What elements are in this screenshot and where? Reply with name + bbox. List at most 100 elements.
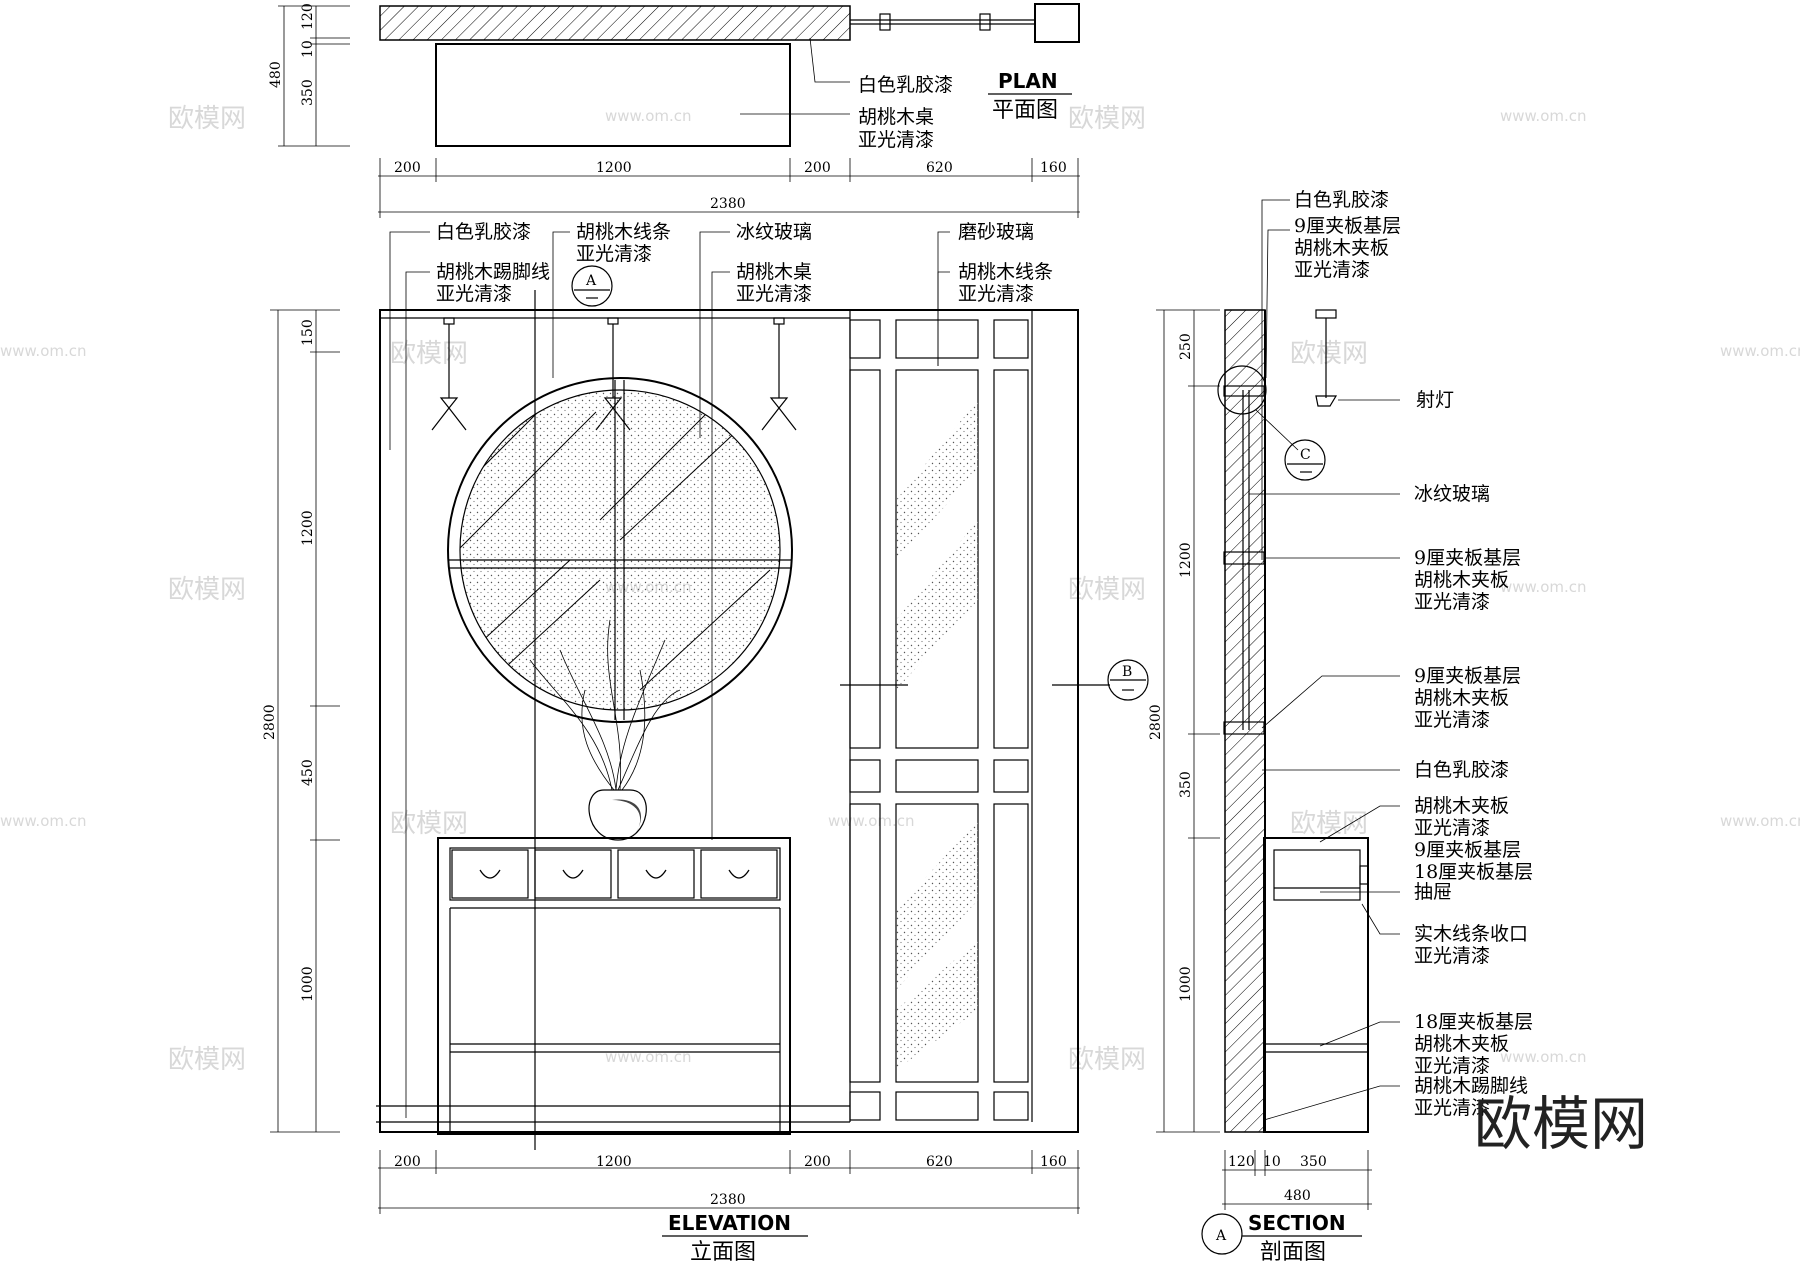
watermark-url: www.om.cn (1720, 812, 1800, 830)
watermark-url: www.om.cn (605, 1048, 692, 1066)
elev-dim-2800: 2800 (262, 704, 278, 740)
console-table (437, 837, 791, 1135)
sec-dim-10: 10 (1263, 1154, 1281, 1170)
plan-dim-160: 160 (1040, 160, 1067, 176)
detail-marker-c (1284, 439, 1326, 481)
sec-callout-walnut-ply-5: 胡桃木夹板 (1414, 1033, 1509, 1055)
section-title-cn: 剖面图 (1260, 1240, 1326, 1265)
sec-callout-walnut-ply-2: 胡桃木夹板 (1414, 569, 1509, 591)
watermark-logo: 欧模网 (168, 104, 246, 134)
elev-dim-450: 450 (300, 759, 316, 786)
sec-callout-walnut-ply: 胡桃木夹板 (1294, 237, 1389, 259)
sec-callout-latex: 白色乳胶漆 (1294, 189, 1389, 211)
elev-dim-total: 2380 (710, 1192, 746, 1208)
watermark-logo: 欧模网 (390, 339, 468, 369)
sec-callout-9mm-ply: 9厘夹板基层 (1294, 215, 1401, 237)
round-window (447, 377, 793, 723)
sec-callout-matte-5: 亚光清漆 (1414, 945, 1490, 967)
plan-wall-hatch (379, 5, 851, 41)
section-title-marker-label: A (1215, 1228, 1227, 1244)
plan-column (1034, 3, 1080, 43)
elevation-title-cn: 立面图 (690, 1240, 756, 1265)
elev-callout-matte-1: 亚光清漆 (576, 243, 652, 265)
sec-callout-spotlight: 射灯 (1416, 389, 1454, 411)
plan-dim-480: 480 (268, 61, 284, 88)
elev-dim-1200b: 1200 (596, 1154, 632, 1170)
marker-c-label: C (1300, 447, 1311, 463)
frosted-glass-panel (849, 319, 1029, 1121)
elevation-frame (379, 309, 1079, 1133)
sec-callout-walnut-ply-4: 胡桃木夹板 (1414, 795, 1509, 817)
watermark-logo: 欧模网 (168, 575, 246, 605)
sec-callout-9mm-ply-4: 9厘夹板基层 (1414, 839, 1521, 861)
watermark-logo: 欧模网 (390, 809, 468, 839)
sec-dim-2800: 2800 (1148, 704, 1164, 740)
watermark-logo: 欧模网 (1290, 809, 1368, 839)
sec-dim-350b: 350 (1300, 1154, 1327, 1170)
detail-circle-c (1217, 365, 1267, 415)
section-marker-b (1107, 659, 1149, 701)
elev-dim-200a: 200 (394, 1154, 421, 1170)
sec-callout-skirting: 胡桃木踢脚线 (1414, 1075, 1528, 1097)
marker-b-label: B (1122, 664, 1132, 680)
watermark-logo: 欧模网 (1290, 339, 1368, 369)
elev-dim-160: 160 (1040, 1154, 1067, 1170)
elev-dim-200b: 200 (804, 1154, 831, 1170)
elev-callout-walnut-line: 胡桃木线条 (576, 221, 671, 243)
elev-callout-ice-glass: 冰纹玻璃 (736, 221, 812, 243)
watermark-logo: 欧模网 (1068, 104, 1146, 134)
plan-dim-350: 350 (300, 79, 316, 106)
elevation-title-en: ELEVATION (668, 1211, 791, 1235)
section-marker-a (571, 265, 613, 307)
vase-with-branches (529, 619, 681, 841)
elev-callout-frosted-glass: 磨砂玻璃 (958, 221, 1034, 243)
elev-dim-150: 150 (300, 319, 316, 346)
plan-dim-200a: 200 (394, 160, 421, 176)
plan-table (435, 43, 791, 147)
sec-callout-matte-6: 亚光清漆 (1414, 1055, 1490, 1077)
elev-callout-matte-4: 亚光清漆 (958, 283, 1034, 305)
elev-dim-620: 620 (926, 1154, 953, 1170)
section-wall-hatch (1224, 309, 1266, 1133)
elev-callout-skirting: 胡桃木踢脚线 (436, 261, 550, 283)
sec-callout-walnut-ply-3: 胡桃木夹板 (1414, 687, 1509, 709)
elev-callout-latex: 白色乳胶漆 (436, 221, 531, 243)
sec-dim-250: 250 (1178, 333, 1194, 360)
sec-dim-350: 350 (1178, 771, 1194, 798)
sec-callout-matte-4: 亚光清漆 (1414, 817, 1490, 839)
watermark-url: www.om.cn (828, 812, 915, 830)
sec-dim-1000: 1000 (1178, 966, 1194, 1002)
elev-callout-walnut-table: 胡桃木桌 (736, 261, 812, 283)
sec-dim-120: 120 (1228, 1154, 1255, 1170)
sec-callout-drawer: 抽屉 (1414, 881, 1452, 903)
plan-dim-10: 10 (300, 40, 316, 58)
section-title-en: SECTION (1248, 1211, 1346, 1235)
plan-callout-latex: 白色乳胶漆 (858, 74, 953, 96)
watermark-logo: 欧模网 (1068, 1045, 1146, 1075)
elev-callout-walnut-line-2: 胡桃木线条 (958, 261, 1053, 283)
elevation-view: B A 白色乳胶漆 胡桃木线条 亚光清漆 冰纹玻璃 磨砂玻璃 胡桃木踢脚线 亚光… (262, 221, 1149, 1265)
elev-dim-1200: 1200 (300, 510, 316, 546)
plan-view: 白色乳胶漆 胡桃木桌 亚光清漆 PLAN 平面图 120 10 350 480 … (268, 3, 1080, 218)
sec-callout-9mm-ply-2: 9厘夹板基层 (1414, 547, 1521, 569)
sec-callout-solid-wood: 实木线条收口 (1414, 923, 1528, 945)
marker-a-label: A (585, 273, 597, 289)
sec-dim-1200: 1200 (1178, 542, 1194, 578)
watermark-url: www.om.cn (1500, 107, 1587, 125)
section-title-marker (1201, 1213, 1243, 1255)
plan-title-cn: 平面图 (992, 98, 1058, 123)
brand-logo-text: 欧模网 (1474, 1090, 1648, 1158)
sec-callout-18mm-ply-2: 18厘夹板基层 (1414, 1011, 1533, 1033)
sec-callout-latex-2: 白色乳胶漆 (1414, 759, 1509, 781)
watermark-url: www.om.cn (1500, 1048, 1587, 1066)
watermark-logo: 欧模网 (1068, 575, 1146, 605)
watermark-url: www.om.cn (605, 107, 692, 125)
plan-title-en: PLAN (998, 69, 1058, 93)
elev-dim-1000: 1000 (300, 966, 316, 1002)
sec-callout-9mm-ply-3: 9厘夹板基层 (1414, 665, 1521, 687)
sec-callout-matte-7: 亚光清漆 (1414, 1097, 1490, 1119)
elev-callout-matte-2: 亚光清漆 (436, 283, 512, 305)
section-view: C 白色乳胶漆 9厘夹板基层 胡桃木夹板 亚光清漆 射灯 冰纹玻璃 9厘夹板基层… (1148, 189, 1533, 1265)
sec-callout-18mm-ply: 18厘夹板基层 (1414, 861, 1533, 883)
sec-callout-ice-glass: 冰纹玻璃 (1414, 483, 1490, 505)
